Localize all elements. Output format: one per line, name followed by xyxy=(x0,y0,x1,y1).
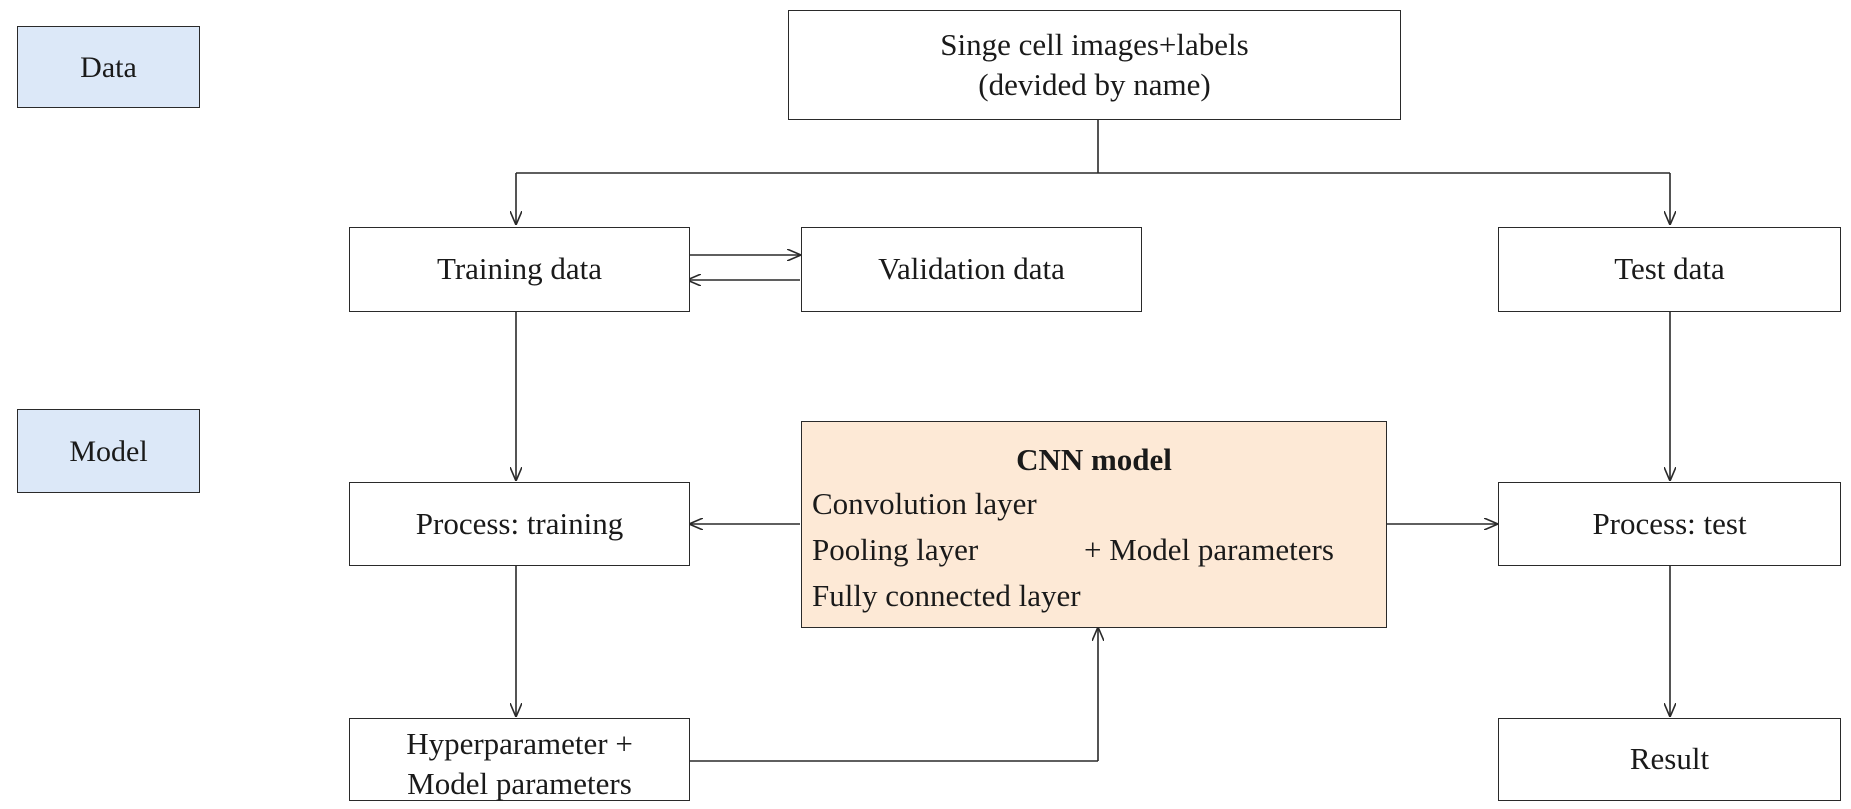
hyperparameter-line2: Model parameters xyxy=(407,766,632,802)
result-label: Result xyxy=(1629,741,1710,777)
cnn-layer-convolution: Convolution layer xyxy=(812,486,1037,521)
process-test-node: Process: test xyxy=(1498,482,1841,566)
training-data-label: Training data xyxy=(436,251,603,287)
test-data-node: Test data xyxy=(1498,227,1841,312)
test-data-label: Test data xyxy=(1614,251,1725,287)
training-data-node: Training data xyxy=(349,227,690,312)
validation-data-label: Validation data xyxy=(878,251,1065,287)
dataset-node-line1: Singe cell images+labels xyxy=(940,27,1249,62)
section-label-model-text: Model xyxy=(69,434,148,468)
process-test-label: Process: test xyxy=(1592,505,1747,541)
cnn-layer-fully-connected: Fully connected layer xyxy=(812,578,1081,613)
cnn-layer-pooling: Pooling layer xyxy=(812,532,979,567)
section-label-data: Data xyxy=(17,26,200,108)
result-node: Result xyxy=(1498,718,1841,801)
process-training-node: Process: training xyxy=(349,482,690,566)
validation-data-node: Validation data xyxy=(801,227,1142,312)
section-label-model: Model xyxy=(17,409,200,493)
process-training-label: Process: training xyxy=(415,505,624,541)
cnn-model-parameters: + Model parameters xyxy=(1084,532,1334,567)
dataset-node-line2: (devided by name) xyxy=(978,67,1211,103)
dataset-node: Singe cell images+labels (devided by nam… xyxy=(788,10,1401,120)
cnn-model-title: CNN model xyxy=(1016,442,1172,477)
hyperparameter-node: Hyperparameter + Model parameters xyxy=(349,718,690,801)
cnn-model-node: CNN model Convolution layer Pooling laye… xyxy=(801,421,1387,628)
hyperparameter-line1: Hyperparameter + xyxy=(406,726,633,761)
section-label-data-text: Data xyxy=(80,50,137,84)
